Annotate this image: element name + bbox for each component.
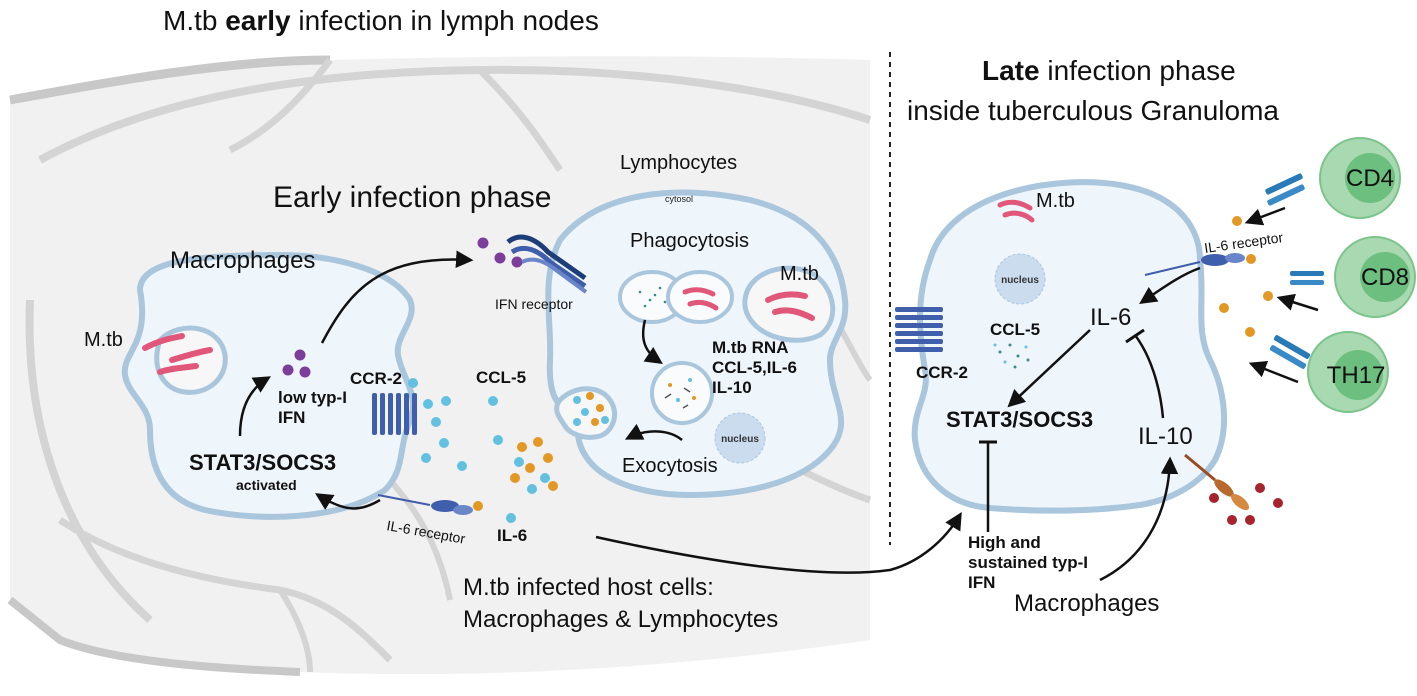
il6-receptor-early (377, 494, 483, 515)
il6-receptor-label-late: IL-6 receptor (1203, 229, 1284, 256)
exocytosis-dots (573, 392, 609, 426)
il6-dots-early (510, 437, 558, 491)
high-ifn-label-2: sustained typ-I (968, 553, 1088, 572)
ccr2-receptor-late (895, 307, 943, 352)
lymphocyte-cell (545, 189, 849, 499)
stat3-to-ifn-arrow (238, 376, 272, 437)
cd4-tcell (1319, 137, 1401, 219)
mtb-bacteria-lymphocyte (765, 291, 815, 321)
th17-tcell (1307, 331, 1389, 413)
il6-to-stat3-arrow (1007, 329, 1091, 408)
cd8-label: CD8 (1361, 264, 1409, 291)
late-title-line1: Late infection phase (982, 55, 1236, 86)
lymphocytes-label: Lymphocytes (620, 152, 737, 174)
cd8-arrow (1276, 293, 1319, 312)
il10-inhibits-il6 (1125, 328, 1165, 419)
low-ifn-label-2: IFN (278, 408, 305, 427)
ccr2-label-early: CCR-2 (350, 369, 402, 388)
mtb-label-left: M.tb (84, 329, 123, 351)
activated-label: activated (236, 477, 297, 493)
th17-arrow (1248, 360, 1299, 384)
ccl5-label-early: CCL-5 (476, 368, 526, 387)
late-title-line2: inside tuberculous Granuloma (907, 95, 1279, 126)
il6-label-early: IL-6 (497, 526, 527, 545)
granuloma-macrophage-cell (911, 179, 1227, 514)
high-ifn-label-3: IFN (968, 573, 995, 592)
early-title: M.tb early infection in lymph nodes (163, 5, 599, 36)
il6r-to-stat3-arrow (315, 493, 381, 510)
ccl5-dots-early (408, 378, 550, 523)
il10-receptor-late (1184, 453, 1283, 525)
stat3-socs3-late: STAT3/SOCS3 (946, 407, 1093, 432)
cd4-label: CD4 (1346, 165, 1394, 192)
mtb-label-late: M.tb (1036, 190, 1075, 212)
ifn-inhibits-stat3 (979, 440, 997, 532)
rna-label-1: M.tb RNA (712, 338, 788, 357)
rna-label-2: CCL-5,IL-6 (712, 358, 797, 377)
host-cells-label-1: M.tb infected host cells: (463, 574, 714, 601)
il6-receptor-late (1144, 253, 1256, 276)
nucleus-late (994, 253, 1046, 305)
ifn-receptor (477, 234, 588, 294)
host-cells-label-2: Macrophages & Lymphocytes (463, 606, 778, 633)
th17-label: TH17 (1327, 362, 1386, 389)
nucleus-lymphocyte (714, 412, 766, 464)
il6r-to-il6-arrow (1139, 266, 1201, 304)
exocytosis-arrow (624, 423, 683, 442)
early-phase-title: Early infection phase (273, 181, 552, 214)
exocytosis-label: Exocytosis (622, 455, 718, 477)
il6-label-late: IL-6 (1090, 304, 1131, 331)
ccl5-label-late: CCL-5 (990, 320, 1040, 339)
stat3-socs3-early: STAT3/SOCS3 (189, 450, 336, 475)
macrophages-to-il10-arrow (1099, 456, 1179, 582)
macrophages-label: Macrophages (170, 247, 315, 274)
mtb-label-lymphocyte: M.tb (780, 263, 819, 285)
phagosome-vesicle (618, 270, 734, 324)
ccr2-receptor-early (372, 393, 417, 435)
tcr-receptors (1265, 173, 1324, 369)
nucleus-label-late: nucleus (1001, 275, 1039, 286)
mtb-bacteria-macrophage (142, 333, 213, 375)
ifn-to-receptor-arrow (320, 250, 474, 344)
macrophages-label-late: Macrophages (1014, 590, 1159, 617)
ccr2-label-late: CCR-2 (916, 363, 968, 382)
nucleus-label-lymphocyte: nucleus (721, 434, 759, 445)
high-ifn-label-1: High and (968, 533, 1041, 552)
low-ifn-label-1: low typ-I (278, 388, 347, 407)
il10-label-late: IL-10 (1138, 423, 1193, 450)
cd4-arrow (1244, 206, 1286, 226)
il6-dots-late (1219, 216, 1273, 337)
rna-vesicle (650, 361, 714, 425)
early-to-late-arrow (595, 511, 962, 574)
rna-label-3: IL-10 (712, 378, 752, 397)
cytosol-label: cytosol (665, 194, 693, 204)
ifn-dots-macrophage (282, 349, 311, 378)
mtb-bacteria-late (997, 199, 1035, 223)
ccl5-dots-late (993, 343, 1030, 369)
phagosome-arrow (641, 319, 663, 364)
cd8-tcell (1334, 236, 1416, 318)
phagocytosis-label: Phagocytosis (630, 230, 749, 252)
ifn-receptor-label: IFN receptor (495, 296, 573, 312)
